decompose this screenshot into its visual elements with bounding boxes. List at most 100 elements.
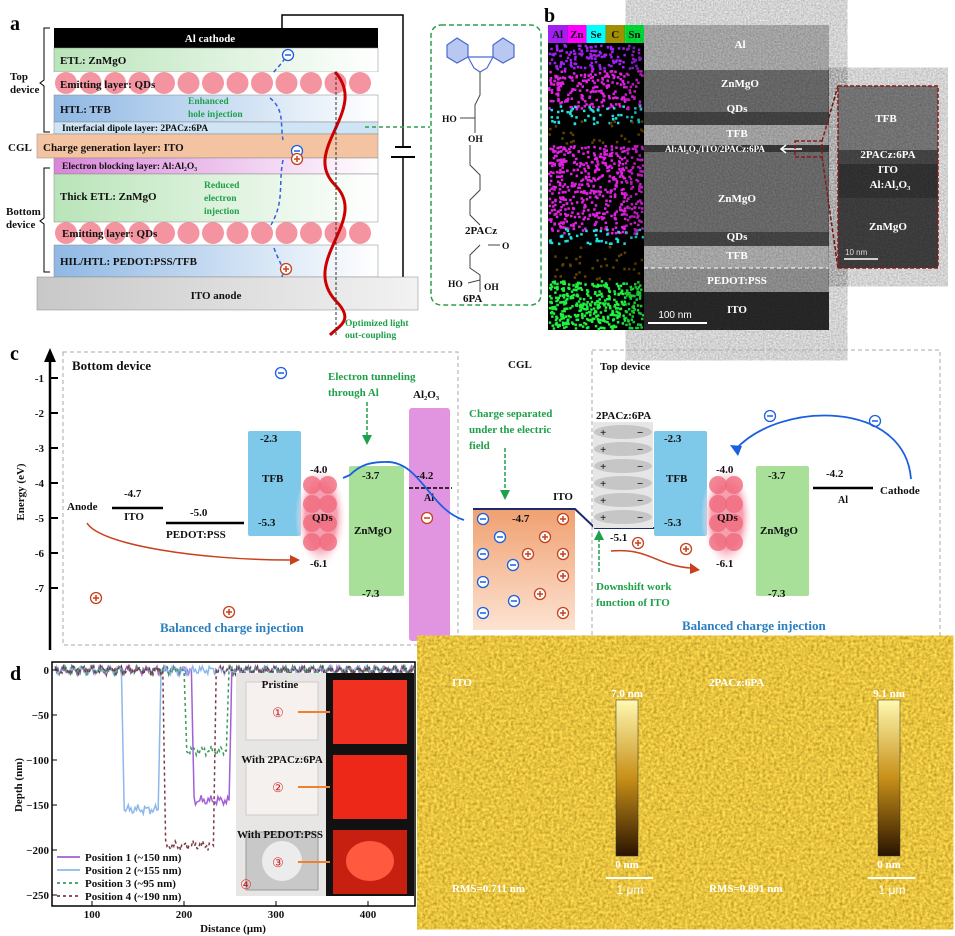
eds-dot xyxy=(553,280,556,283)
eds-dot xyxy=(577,44,581,48)
qd-dot xyxy=(275,222,298,244)
eds-dot xyxy=(638,219,641,222)
sample-mark: ② xyxy=(272,780,284,795)
eds-dot xyxy=(606,233,609,236)
eds-dot xyxy=(555,65,558,68)
eds-dot xyxy=(621,292,625,296)
eds-dot xyxy=(559,281,563,284)
eds-dot xyxy=(620,134,623,138)
eds-dot xyxy=(559,294,562,297)
eds-dot xyxy=(625,310,628,314)
eds-dot xyxy=(586,290,590,293)
eds-dot xyxy=(587,184,590,188)
eds-dot xyxy=(558,319,562,322)
eds-dot xyxy=(628,67,632,70)
arrow-icon xyxy=(690,563,700,574)
eds-dot xyxy=(573,122,577,126)
eds-dot xyxy=(638,297,642,300)
material-label: TFB xyxy=(262,473,284,485)
eds-dot xyxy=(573,66,576,70)
qd-dot xyxy=(177,72,200,94)
eds-dot xyxy=(585,229,588,233)
eds-dot xyxy=(622,212,626,216)
eds-dot xyxy=(608,242,612,246)
eds-dot xyxy=(634,192,638,196)
inset-label: ZnMgO xyxy=(869,221,907,233)
dipole xyxy=(594,459,652,473)
material-label: 2PACz:6PA xyxy=(596,410,651,422)
eds-dot xyxy=(628,170,632,173)
eds-dot xyxy=(563,309,566,313)
eds-dot xyxy=(592,284,596,288)
eds-dot xyxy=(564,228,568,231)
eds-dot xyxy=(641,227,644,230)
carbazole-structure xyxy=(446,37,515,73)
eds-dot xyxy=(592,86,595,90)
eds-dot xyxy=(592,116,596,120)
eds-dot xyxy=(616,306,619,310)
eds-dot xyxy=(593,213,596,217)
light-wave xyxy=(323,70,347,337)
eds-dot xyxy=(560,301,564,304)
eds-dot xyxy=(568,75,571,79)
device-bracket xyxy=(39,27,50,273)
eds-dot xyxy=(626,115,629,119)
eds-dot xyxy=(631,83,635,86)
eds-dot xyxy=(603,55,606,58)
eds-dot xyxy=(548,197,552,201)
eds-dot xyxy=(631,310,634,313)
eds-dot xyxy=(609,45,613,49)
eds-dot xyxy=(623,319,627,322)
eds-dot xyxy=(639,312,643,315)
eds-dot xyxy=(566,294,570,298)
tick-label: -7 xyxy=(35,583,45,595)
eds-dot xyxy=(615,185,618,188)
eds-dot xyxy=(588,303,592,306)
eds-dot xyxy=(630,187,633,190)
battery-icon xyxy=(391,146,415,158)
hole-injection-arrow xyxy=(610,549,691,569)
plus-icon xyxy=(283,266,289,272)
eds-dot xyxy=(603,153,606,156)
eds-dot xyxy=(605,74,608,78)
tfb-band xyxy=(248,431,301,536)
eds-dot xyxy=(591,70,594,73)
eds-dot xyxy=(641,170,645,173)
eds-dot xyxy=(595,277,599,281)
eds-dot xyxy=(598,139,601,142)
eds-dot xyxy=(560,175,564,178)
eds-dot xyxy=(633,228,637,231)
eds-dot xyxy=(585,103,588,106)
eds-dot xyxy=(596,108,600,111)
eds-dot xyxy=(619,175,622,178)
eds-dot xyxy=(582,303,586,306)
eds-dot xyxy=(624,180,628,183)
eds-dot xyxy=(624,316,628,320)
eds-dot xyxy=(599,301,602,305)
eds-dot xyxy=(597,216,600,219)
eds-dot xyxy=(629,297,632,300)
eds-dot xyxy=(602,158,606,161)
eds-dot xyxy=(572,195,575,199)
eds-dot xyxy=(580,54,583,57)
annotation: Downshift work xyxy=(596,581,672,593)
qd-dot xyxy=(319,495,337,513)
eds-dot xyxy=(606,166,609,169)
eds-dot xyxy=(556,298,560,302)
eds-dot xyxy=(590,319,594,323)
eds-dot xyxy=(617,160,621,163)
eds-dot xyxy=(582,163,585,166)
eds-dot xyxy=(638,311,641,315)
eds-dot xyxy=(579,306,582,309)
eds-dot xyxy=(631,287,635,291)
eds-dot xyxy=(595,315,598,318)
eds-dot xyxy=(560,70,564,73)
eds-dot xyxy=(565,59,568,63)
plus-icon xyxy=(560,610,566,616)
eds-dot xyxy=(595,98,598,102)
eds-dot xyxy=(625,323,628,327)
eds-dot xyxy=(551,229,554,232)
eds-dot xyxy=(586,301,589,304)
eds-dot xyxy=(551,119,554,123)
